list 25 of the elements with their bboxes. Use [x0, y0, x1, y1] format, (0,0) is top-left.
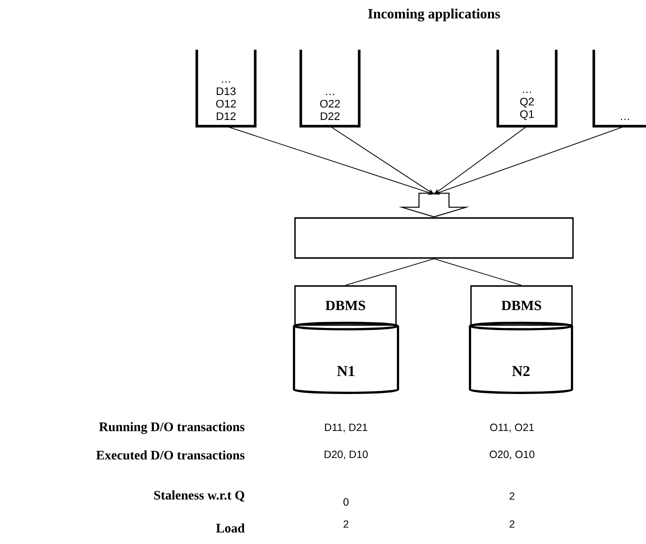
process-box: DBMS	[294, 285, 397, 326]
queue: … D13 O12 D12	[196, 50, 256, 128]
queue: … O22 D22	[300, 50, 360, 128]
database-cylinder: N2	[468, 322, 574, 394]
table-value: 2	[510, 520, 514, 528]
database-cylinder: N1	[292, 322, 400, 394]
table-value: 2	[510, 492, 514, 500]
queue: …	[592, 50, 646, 128]
row-label: Executed D/O transactions	[96, 450, 244, 460]
table-value: D11, D21	[325, 424, 368, 432]
table-value: O11, O21	[490, 424, 534, 432]
arrow	[434, 126, 528, 194]
table-value: 0	[344, 498, 348, 506]
table-value: D20, D10	[324, 450, 368, 460]
block-arrow	[398, 192, 470, 218]
row-label: Staleness w.r.t Q	[154, 490, 244, 502]
process-box: DBMS	[470, 285, 573, 326]
table-value: 2	[344, 520, 348, 528]
row-label: Load	[216, 523, 245, 533]
table-value: O20, O10	[490, 450, 534, 460]
title: Incoming applications	[368, 8, 500, 22]
queue: … Q2 Q1	[496, 50, 558, 128]
row-label: Running D/O transactions	[99, 422, 244, 434]
process-box	[294, 217, 574, 259]
arrow	[330, 126, 434, 194]
